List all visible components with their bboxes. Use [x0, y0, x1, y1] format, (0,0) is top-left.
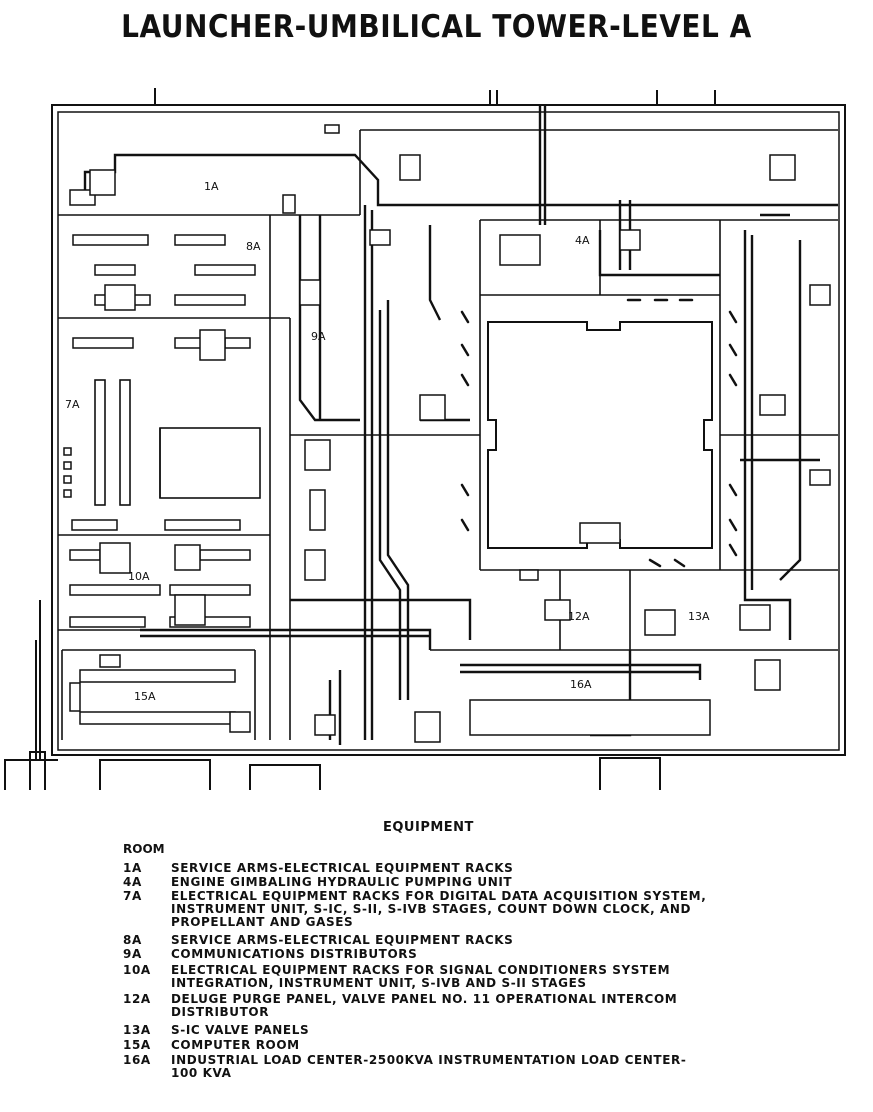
legend-room-code: 15A [123, 1038, 151, 1052]
legend-heading: EQUIPMENT [383, 820, 474, 835]
legend-room-code: 7A [123, 889, 142, 903]
legend-description: INDUSTRIAL LOAD CENTER-2500KVA INSTRUMEN… [171, 1053, 687, 1080]
legend-description: SERVICE ARMS-ELECTRICAL EQUIPMENT RACKS [171, 861, 514, 875]
room-label-9A: 9A [311, 330, 326, 343]
room-label-16A: 16A [570, 678, 592, 691]
inner-wall [57, 111, 840, 751]
legend-description: DELUGE PURGE PANEL, VALVE PANEL NO. 11 O… [171, 992, 678, 1019]
legend-room-code: 9A [123, 947, 142, 961]
central-opening [487, 321, 713, 549]
room-label-4A: 4A [575, 234, 590, 247]
room-label-8A: 8A [246, 240, 261, 253]
legend-room-code: 16A [123, 1053, 151, 1067]
legend-description: SERVICE ARMS-ELECTRICAL EQUIPMENT RACKS [171, 933, 514, 947]
room-label-12A: 12A [568, 610, 590, 623]
room-label-1A: 1A [204, 180, 219, 193]
room-label-15A: 15A [134, 690, 156, 703]
legend-room-code: 12A [123, 992, 151, 1006]
legend-room-code: 10A [123, 963, 151, 977]
legend-description: ELECTRICAL EQUIPMENT RACKS FOR SIGNAL CO… [171, 963, 671, 990]
room-label-10A: 10A [128, 570, 150, 583]
floor-plan: 1A 4A 7A 8A 9A 10A 12A 13A 15A 16A [4, 88, 846, 790]
legend-room-code: 1A [123, 861, 142, 875]
legend-description: ELECTRICAL EQUIPMENT RACKS FOR DIGITAL D… [171, 889, 707, 929]
legend-room-code: 8A [123, 933, 142, 947]
legend-description: S-IC VALVE PANELS [171, 1023, 310, 1037]
legend-room-code: 13A [123, 1023, 151, 1037]
legend-description: COMMUNICATIONS DISTRIBUTORS [171, 947, 418, 961]
legend-room-code: 4A [123, 875, 142, 889]
legend-room-header: ROOM [123, 842, 165, 856]
outer-wall [51, 104, 846, 756]
diagram-title: LAUNCHER-UMBILICAL TOWER-LEVEL A [121, 8, 752, 45]
room-label-13A: 13A [688, 610, 710, 623]
room-label-7A: 7A [65, 398, 80, 411]
legend-description: COMPUTER ROOM [171, 1038, 300, 1052]
legend-description: ENGINE GIMBALING HYDRAULIC PUMPING UNIT [171, 875, 513, 889]
